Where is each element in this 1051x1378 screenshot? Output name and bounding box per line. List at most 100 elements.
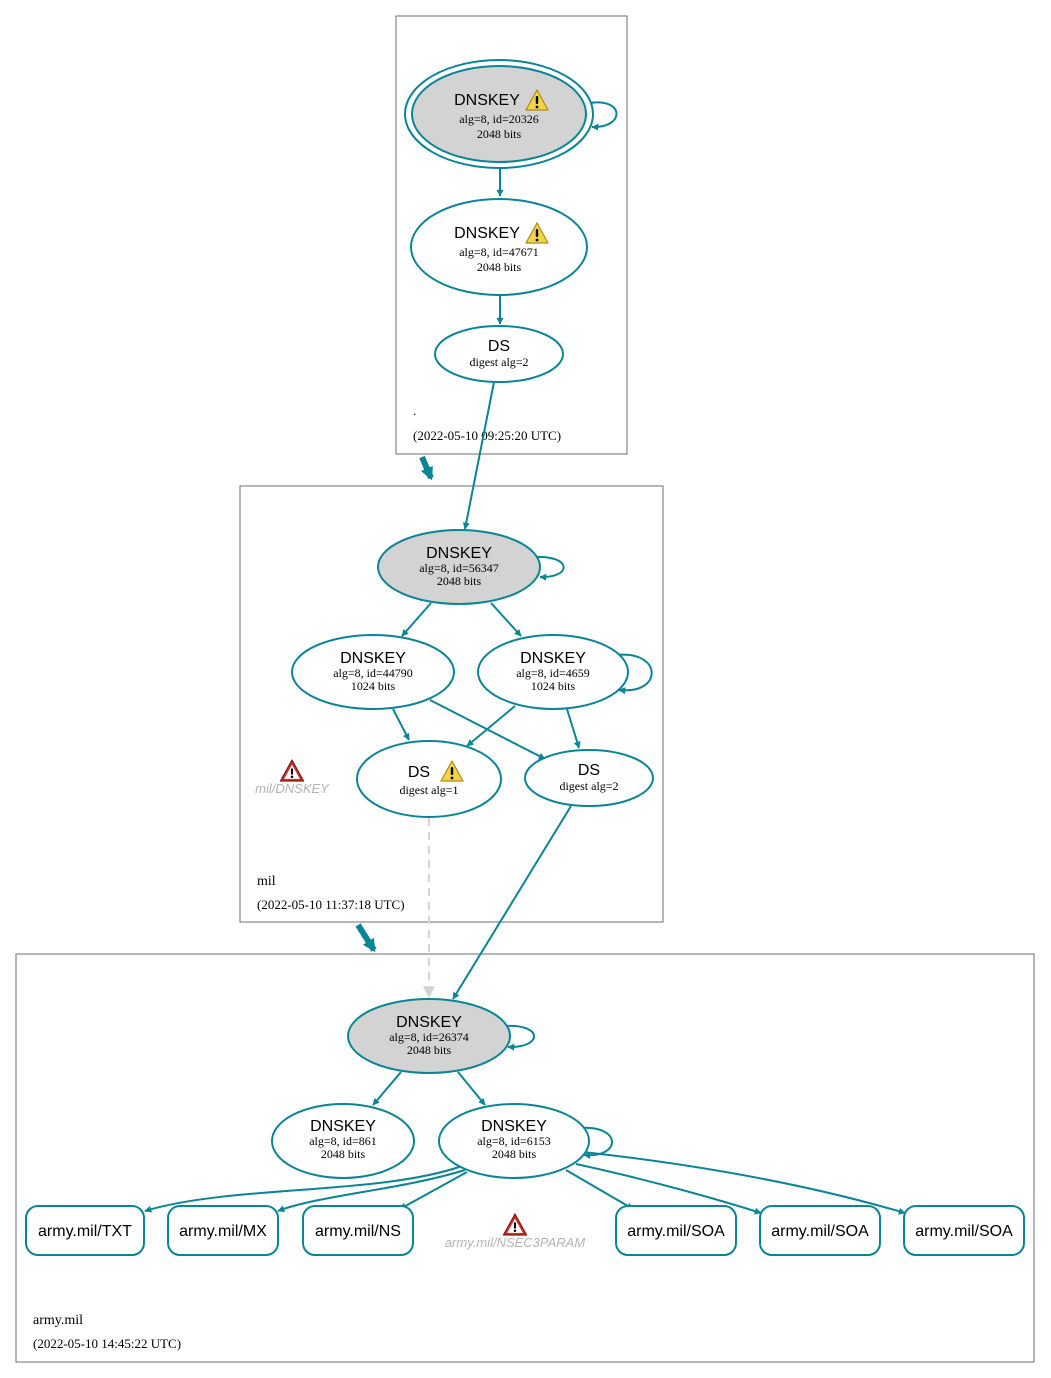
rrset-soa-3-label: army.mil/SOA <box>915 1223 1013 1240</box>
node-root-zsk-size: 2048 bits <box>477 260 522 274</box>
node-army-zsk1-shape <box>271 1103 415 1179</box>
node-army-zsk1-size: 2048 bits <box>321 1147 366 1161</box>
node-mil-ksk-title: DNSKEY <box>426 545 492 562</box>
edge-army-zsk2-soa3 <box>582 1151 906 1215</box>
node-root-ds[interactable]: DS digest alg=2 <box>434 325 564 383</box>
edge-army-zsk2-soa1 <box>565 1169 634 1210</box>
node-mil-zsk2-shape <box>477 634 629 710</box>
node-root-zsk-params: alg=8, id=47671 <box>459 245 539 259</box>
node-root-ksk-params: alg=8, id=20326 <box>459 112 539 126</box>
rrset-soa-3-box <box>903 1205 1025 1256</box>
rrset-mx[interactable]: army.mil/MX <box>167 1205 279 1256</box>
node-mil-zsk1-shape <box>291 634 455 710</box>
node-army-zsk1[interactable]: DNSKEY alg=8, id=861 2048 bits <box>271 1103 415 1179</box>
loop-army-ksk <box>505 1024 535 1051</box>
rrset-ns-label: army.mil/NS <box>315 1223 401 1240</box>
rrset-ns[interactable]: army.mil/NS <box>302 1205 414 1256</box>
zone-mil-box <box>239 485 664 923</box>
zone-army-box <box>15 953 1035 1363</box>
node-army-ksk-size: 2048 bits <box>407 1043 452 1057</box>
loop-root-ksk <box>589 101 618 131</box>
edge-mil-zsk1-ds1 <box>392 708 410 741</box>
node-mil-zsk1-title: DNSKEY <box>340 650 406 667</box>
edge-army-zsk2-mx <box>277 1169 466 1213</box>
loop-mil-zsk2 <box>615 653 653 695</box>
node-army-zsk2-shape <box>438 1103 590 1179</box>
zone-army-name: army.mil <box>33 1313 83 1328</box>
error-icon <box>502 1213 528 1236</box>
node-army-zsk2-title: DNSKEY <box>481 1118 547 1135</box>
edge-mil-zsk2-ds1 <box>466 705 516 747</box>
edge-army-zsk2-ns <box>399 1171 468 1210</box>
node-army-ksk-shape <box>347 998 511 1074</box>
rrset-soa-2[interactable]: army.mil/SOA <box>759 1205 881 1256</box>
node-root-ds-shape <box>434 325 564 383</box>
node-army-zsk2[interactable]: DNSKEY alg=8, id=6153 2048 bits <box>438 1103 590 1179</box>
loop-mil-ksk <box>536 555 565 581</box>
mil-dnskey-error-label: mil/DNSKEY <box>255 781 330 796</box>
edge-mil-ds2-army-ksk <box>452 805 572 1000</box>
node-mil-zsk1[interactable]: DNSKEY alg=8, id=44790 1024 bits <box>291 634 455 710</box>
rrset-txt-box <box>25 1205 145 1256</box>
node-army-zsk1-title: DNSKEY <box>310 1118 376 1135</box>
zone-root: . (2022-05-10 09:25:20 UTC) <box>395 15 628 455</box>
node-root-ksk-title: DNSKEY <box>454 92 520 109</box>
node-mil-zsk1-size: 1024 bits <box>351 679 396 693</box>
rrset-ns-box <box>302 1205 414 1256</box>
edge-army-ksk-zsk1 <box>372 1071 402 1106</box>
node-root-ksk-shape <box>411 65 587 163</box>
node-mil-ds2-digest: digest alg=2 <box>559 779 618 793</box>
delegation-arrow-mil-army <box>355 923 377 953</box>
node-root-ksk[interactable]: DNSKEY alg=8, id=20326 2048 bits <box>404 59 594 169</box>
node-mil-ksk[interactable]: DNSKEY alg=8, id=56347 2048 bits <box>377 529 541 605</box>
node-mil-ds2-title: DS <box>578 762 600 779</box>
node-mil-ds1-title: DS <box>408 764 430 781</box>
edge-mil-zsk2-ds2 <box>566 708 581 749</box>
rrset-mx-label: army.mil/MX <box>179 1223 267 1240</box>
rrset-mx-box <box>167 1205 279 1256</box>
node-army-zsk2-size: 2048 bits <box>492 1147 537 1161</box>
edge-army-zsk2-soa2 <box>575 1163 762 1215</box>
node-army-zsk1-params: alg=8, id=861 <box>309 1134 377 1148</box>
rrset-soa-2-label: army.mil/SOA <box>771 1223 869 1240</box>
zone-army: army.mil (2022-05-10 14:45:22 UTC) <box>15 953 1035 1363</box>
node-mil-ds1-shape <box>356 740 502 818</box>
army-nsec3param-error-label: army.mil/NSEC3PARAM <box>445 1235 586 1250</box>
node-mil-ds2[interactable]: DS digest alg=2 <box>524 749 654 807</box>
rrset-txt[interactable]: army.mil/TXT <box>25 1205 145 1256</box>
node-army-ksk-params: alg=8, id=26374 <box>389 1030 469 1044</box>
army-nsec3param-error[interactable]: army.mil/NSEC3PARAM <box>445 1213 586 1250</box>
mil-dnskey-error[interactable]: mil/DNSKEY <box>255 759 330 796</box>
edge-army-ksk-zsk2 <box>457 1071 486 1106</box>
rrset-soa-1[interactable]: army.mil/SOA <box>615 1205 737 1256</box>
self-sign-loops <box>505 101 653 1159</box>
node-mil-zsk2[interactable]: DNSKEY alg=8, id=4659 1024 bits <box>477 634 629 710</box>
edges <box>144 168 906 1215</box>
node-army-ksk[interactable]: DNSKEY alg=8, id=26374 2048 bits <box>347 998 511 1074</box>
zone-root-box <box>395 15 628 455</box>
node-root-ds-title: DS <box>488 338 510 355</box>
zone-mil: mil (2022-05-10 11:37:18 UTC) <box>239 485 664 923</box>
rrset-soa-1-box <box>615 1205 737 1256</box>
node-mil-ds1[interactable]: DS digest alg=1 <box>356 740 502 818</box>
error-icon <box>279 759 305 782</box>
node-mil-zsk2-title: DNSKEY <box>520 650 586 667</box>
rrset-soa-1-label: army.mil/SOA <box>627 1223 725 1240</box>
edge-mil-ksk-zsk1 <box>401 602 432 637</box>
node-root-zsk-shape <box>410 198 588 296</box>
node-mil-ds2-shape <box>524 749 654 807</box>
node-root-zsk[interactable]: DNSKEY alg=8, id=47671 2048 bits <box>410 198 588 296</box>
edge-mil-ksk-zsk2 <box>490 602 522 637</box>
rrset-soa-3[interactable]: army.mil/SOA <box>903 1205 1025 1256</box>
node-root-ds-digest: digest alg=2 <box>469 355 528 369</box>
node-root-ksk-size: 2048 bits <box>477 127 522 141</box>
zone-root-timestamp: (2022-05-10 09:25:20 UTC) <box>413 428 561 443</box>
node-mil-ksk-params: alg=8, id=56347 <box>419 561 499 575</box>
node-mil-ds1-digest: digest alg=1 <box>399 783 458 797</box>
rrset-soa-2-box <box>759 1205 881 1256</box>
node-mil-zsk2-params: alg=8, id=4659 <box>516 666 590 680</box>
node-army-zsk2-params: alg=8, id=6153 <box>477 1134 551 1148</box>
zone-mil-timestamp: (2022-05-10 11:37:18 UTC) <box>257 897 405 912</box>
zone-mil-name: mil <box>257 874 276 889</box>
